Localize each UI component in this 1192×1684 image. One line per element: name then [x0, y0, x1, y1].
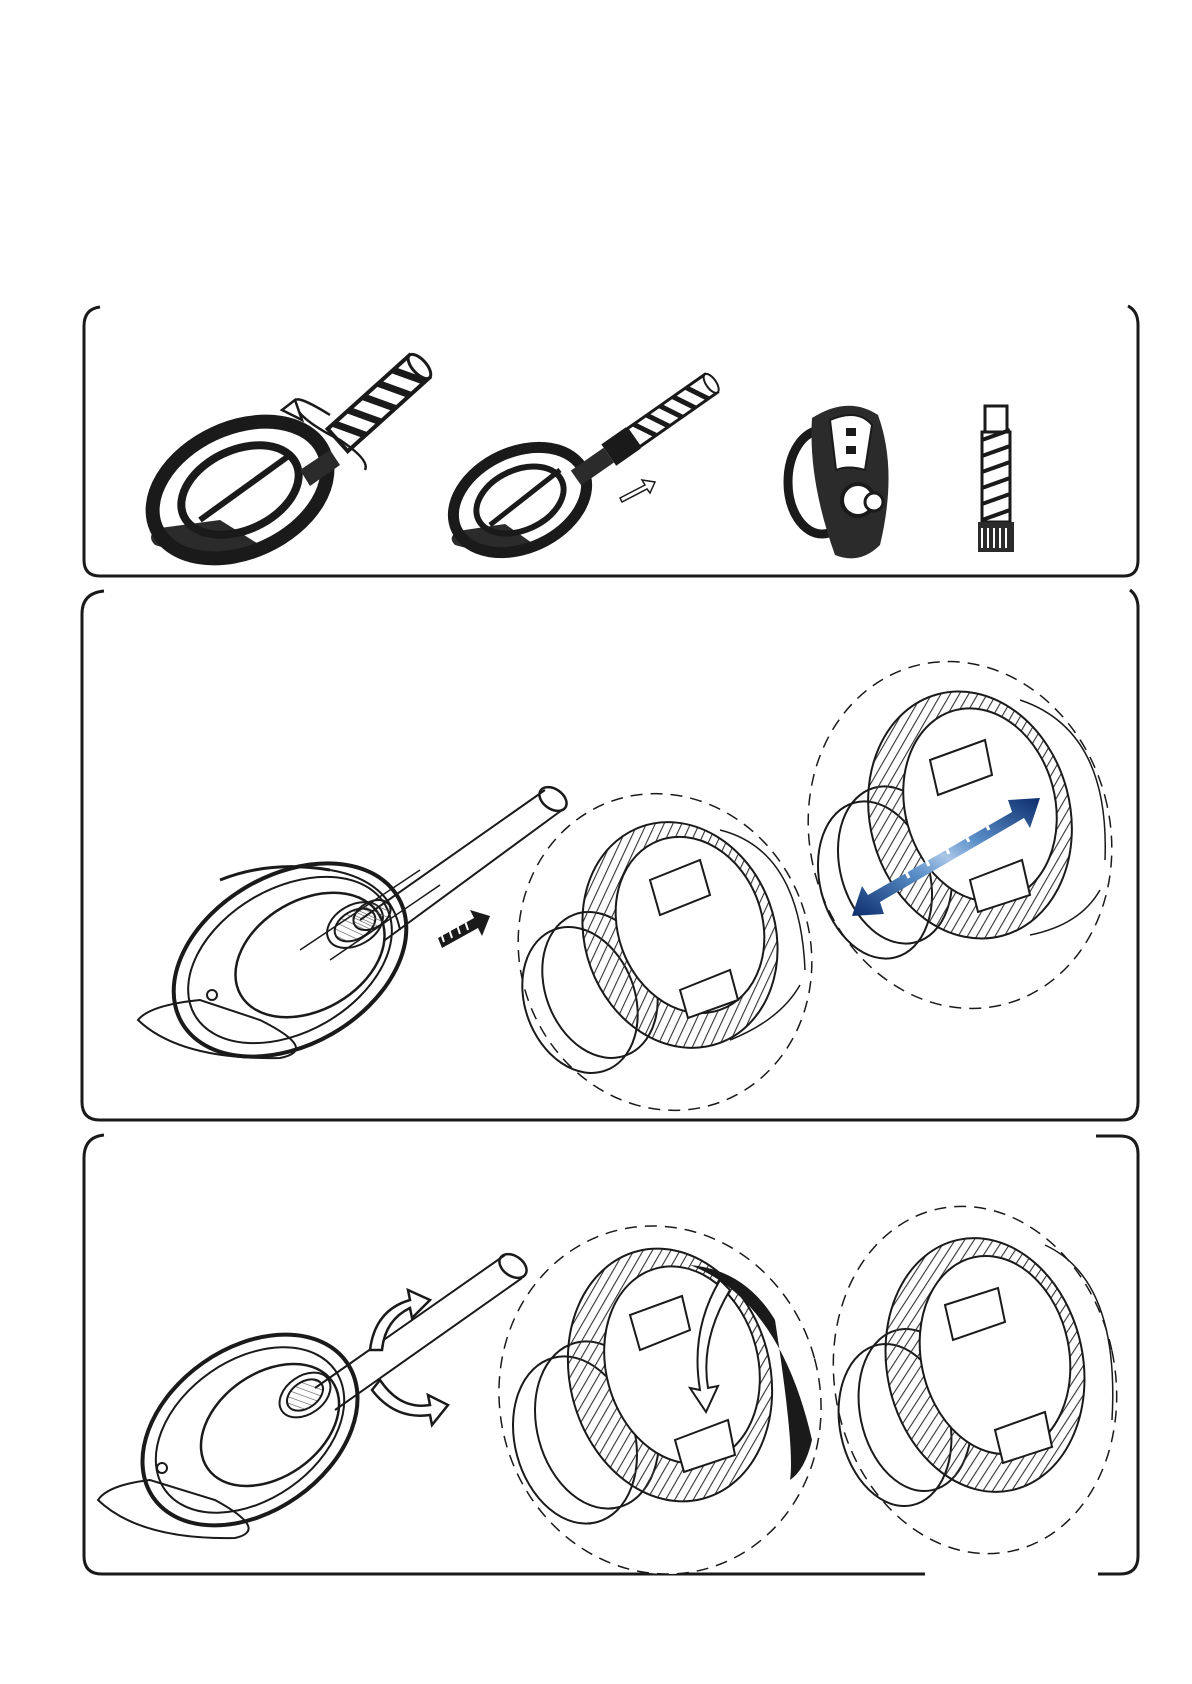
coupling-detail-push-pull-figure — [770, 627, 1150, 1043]
cleaner-front-figure — [788, 406, 889, 559]
cleaner-with-pole-twist-figure — [98, 1249, 531, 1565]
insert-arrow — [438, 910, 490, 948]
coupling-detail-locked-figure — [802, 1180, 1149, 1581]
hose-segment-figure — [978, 406, 1014, 552]
hose-head-extended-figure — [436, 370, 722, 573]
coupling-detail-figure — [474, 752, 856, 1152]
cleaner-with-pole-figure — [138, 782, 571, 1096]
slide-arrow — [620, 480, 655, 502]
hose-head-rotated-figure — [130, 351, 434, 585]
coupling-detail-twist-figure — [460, 1190, 860, 1611]
